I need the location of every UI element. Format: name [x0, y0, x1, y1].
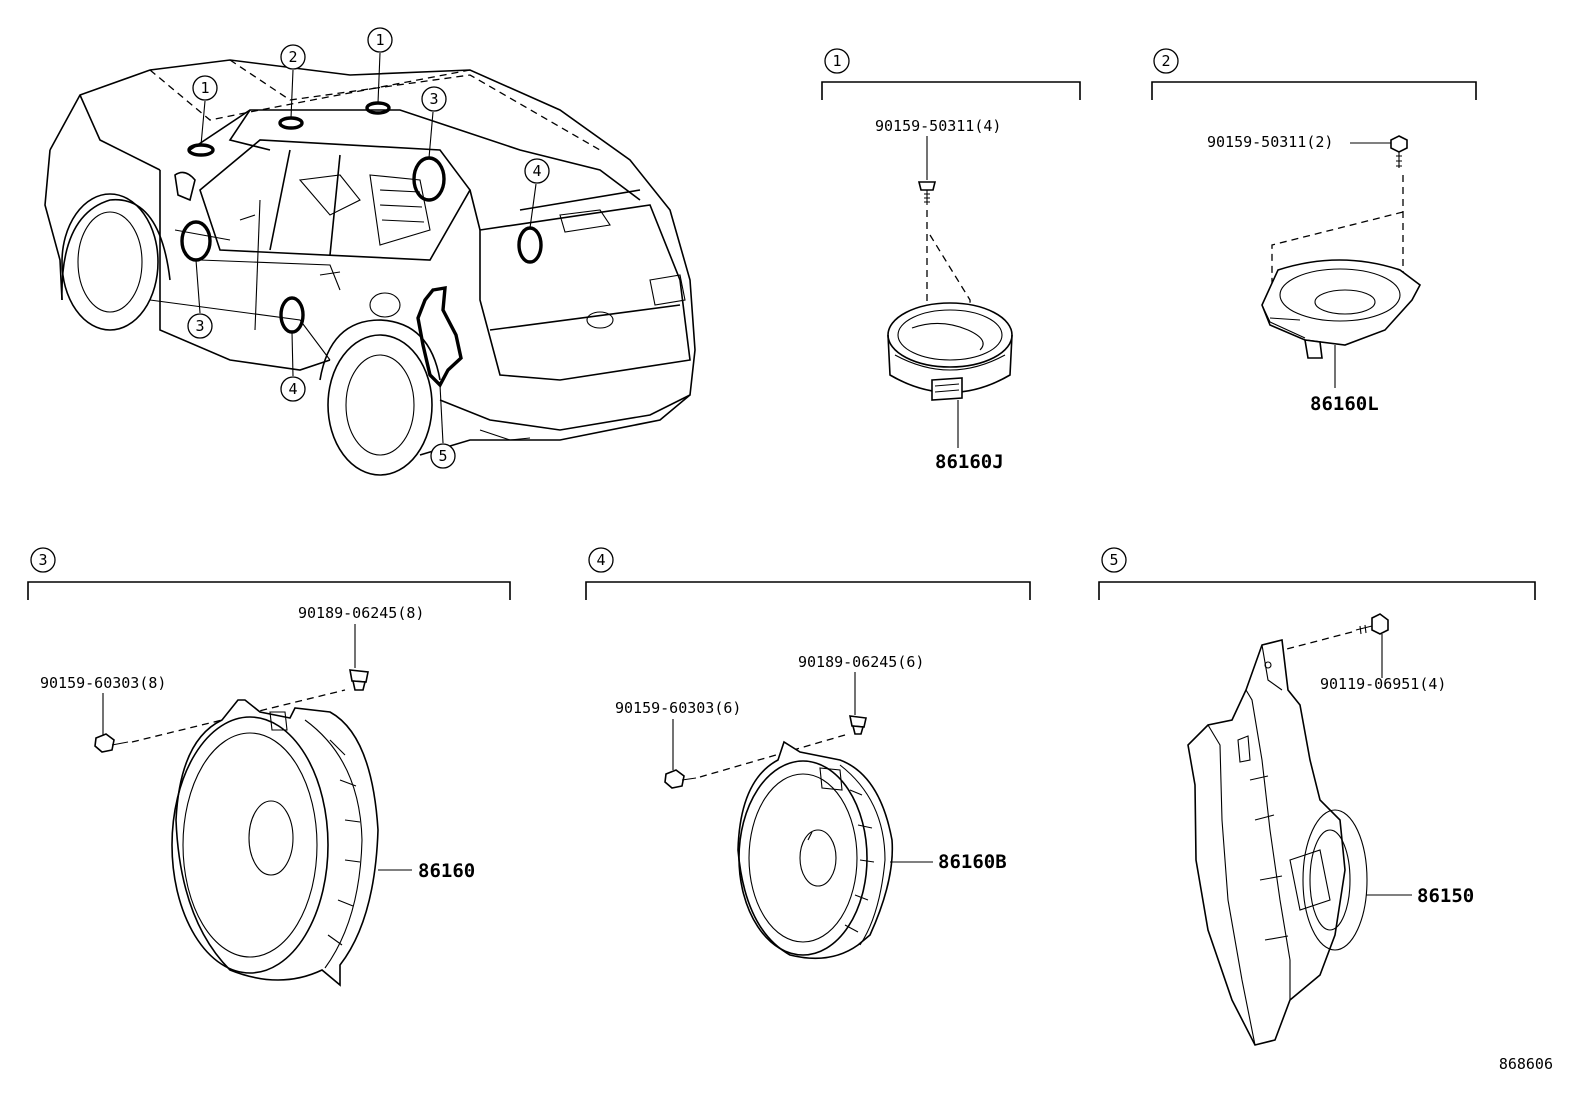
section-callout-number: 3: [38, 551, 47, 569]
speaker-part-number: 86160L: [1310, 393, 1379, 415]
speaker-icon: [171, 699, 379, 987]
screw-part-number: 90159-60303(8): [40, 674, 166, 692]
section-3: 3 90189-06245(8) 90159-60303(8) 86160: [27, 547, 511, 987]
section-callout: [1101, 547, 1127, 573]
vehicle-callout: 3: [421, 86, 447, 112]
vehicle-callout: 1: [192, 75, 218, 101]
vehicle-callout: 2: [280, 44, 306, 70]
speaker-icon: [737, 740, 894, 960]
vehicle-callout: 3: [187, 313, 213, 339]
clip-part-number: 90189-06245(6): [798, 653, 924, 671]
section-4: 4 90189-06245(6) 90159-60303(6) 86160B: [585, 547, 1031, 960]
section-callout: [30, 547, 56, 573]
speaker-part-number: 86160B: [938, 851, 1007, 873]
section-1: 1 90159-50311(4) 86160J: [821, 48, 1081, 473]
clip-icon: [349, 669, 369, 691]
vehicle-callout: 4: [280, 376, 306, 402]
section-callout-number: 2: [1161, 52, 1170, 70]
vehicle-illustration: 1 2 1 3 4 3 4 5: [44, 27, 696, 476]
svg-text:1: 1: [375, 31, 384, 49]
speaker-part-number: 86160: [418, 860, 475, 882]
svg-text:5: 5: [438, 447, 447, 465]
section-callout: [824, 48, 850, 74]
svg-text:4: 4: [532, 162, 541, 180]
svg-text:4: 4: [288, 380, 297, 398]
svg-text:2: 2: [288, 48, 297, 66]
screw-part-number: 90159-50311(4): [875, 117, 1001, 135]
screw-icon: [1355, 613, 1389, 635]
clip-part-number: 90189-06245(8): [298, 604, 424, 622]
section-2: 2 90159-50311(2) 86160L: [1151, 48, 1477, 415]
speaker-part-number: 86150: [1417, 885, 1474, 907]
section-callout-number: 4: [596, 551, 605, 569]
svg-text:3: 3: [429, 90, 438, 108]
section-5: 5 90119-06951(4) 86150: [1098, 547, 1536, 1046]
section-callout-number: 1: [832, 52, 841, 70]
speaker-icon: [1187, 639, 1368, 1046]
screw-icon: [917, 181, 937, 205]
vehicle-callout: 4: [524, 158, 550, 184]
speaker-icon: [887, 302, 1013, 401]
screw-part-number: 90159-60303(6): [615, 699, 741, 717]
speaker-part-number: 86160J: [935, 451, 1004, 473]
speaker-icon: [1261, 259, 1422, 359]
diagram-reference-number: 868606: [1499, 1055, 1553, 1073]
vehicle-callout: 1: [367, 27, 393, 53]
section-callout: [1153, 48, 1179, 74]
screw-icon: [1390, 135, 1408, 168]
vehicle-callout: 5: [430, 443, 456, 469]
screw-icon: [664, 769, 697, 789]
screw-icon: [94, 733, 129, 753]
clip-icon: [848, 715, 867, 735]
screw-part-number: 90119-06951(4): [1320, 675, 1446, 693]
svg-text:1: 1: [200, 79, 209, 97]
section-callout: [588, 547, 614, 573]
screw-part-number: 90159-50311(2): [1207, 133, 1333, 151]
section-callout-number: 5: [1109, 551, 1118, 569]
svg-text:3: 3: [195, 317, 204, 335]
